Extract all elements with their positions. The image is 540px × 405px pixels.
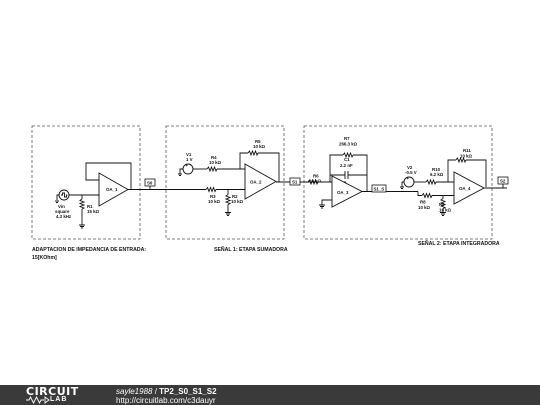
logo-bottom-text: LAB [50, 396, 68, 403]
r2-name: R2 [232, 194, 238, 199]
vin-freq: 4.3 kHz [56, 214, 72, 219]
r5-name: R5 [255, 139, 261, 144]
resistor-r11[interactable] [455, 156, 467, 164]
input-stage-caption-line2: 15[KOhm] [32, 255, 57, 261]
source-v1[interactable]: + [182, 163, 194, 175]
r7-name: R7 [344, 136, 350, 141]
svg-text:S2: S2 [500, 179, 506, 184]
resistor-r8[interactable] [421, 192, 433, 199]
integrator-stage-caption: SEÑAL 2: ETAPA INTEGRADORA [418, 240, 500, 247]
r4-name: R4 [211, 155, 217, 160]
r3-name: R3 [210, 194, 216, 199]
resistor-r1[interactable] [78, 198, 86, 210]
r3-value: 10 kΩ [208, 199, 221, 204]
r11-name: R11 [463, 148, 471, 153]
resistor-r6[interactable] [307, 178, 319, 186]
opamp-oa1[interactable] [98, 172, 129, 207]
opamp-oa2[interactable] [244, 163, 277, 200]
v2-name: V2 [407, 165, 413, 170]
resistor-r9[interactable] [439, 198, 447, 209]
integrator-stage-box [303, 125, 493, 240]
resistor-r4[interactable] [206, 165, 218, 173]
svg-text:+: + [407, 176, 410, 181]
r1-name: R1 [87, 204, 93, 209]
svg-text:S0: S0 [147, 181, 153, 186]
r2-value: 10 kΩ [231, 199, 244, 204]
logo-top-text: CIRCUIT [26, 385, 79, 398]
footer-info: sayle1988 / TP2_S0_S1_S2 http://circuitl… [116, 387, 217, 405]
net-label-s2: S2 [497, 176, 509, 188]
v1-name: V1 [186, 152, 192, 157]
r9-name: R9 [439, 202, 445, 207]
vin-source[interactable] [58, 189, 70, 201]
capacitor-c1[interactable] [341, 171, 367, 179]
input-stage-caption-line1: ADAPTACION DE IMPEDANCIA DE ENTRADA: [32, 247, 146, 253]
input-stage-box [31, 125, 141, 240]
oa1-name: OA_1 [106, 187, 118, 192]
adder-stage-caption: SEÑAL 1: ETAPA SUMADORA [214, 246, 288, 253]
vin-label: Vin [58, 204, 65, 209]
r1-value: 15 kΩ [87, 209, 100, 214]
author-name[interactable]: sayle1988 [116, 387, 153, 396]
r8-name: R8 [420, 200, 426, 205]
oa3-name: OA_3 [337, 190, 349, 195]
net-label-s0: S0 [144, 178, 156, 190]
r10-value: 6.2 kΩ [430, 172, 444, 177]
resistor-r3[interactable] [205, 186, 217, 193]
svg-text:S1: S1 [292, 180, 298, 185]
resistor-r2[interactable] [224, 194, 232, 205]
v2-value: -0.5 V [405, 170, 417, 175]
svg-text:S1_S: S1_S [374, 187, 385, 192]
circuit-schematic: ADAPTACION DE IMPEDANCIA DE ENTRADA: 15[… [31, 125, 509, 261]
resistor-r10[interactable] [425, 178, 437, 186]
vin-type: square [55, 209, 70, 214]
circuit-url-link[interactable]: http://circuitlab.com/c3dauyr [116, 396, 216, 405]
r11-value: 10 kΩ [460, 154, 473, 159]
v1-value: 1 V [186, 157, 193, 162]
adder-stage-box [165, 125, 285, 240]
oa2-name: OA_2 [250, 180, 262, 185]
logo-wave-icon [26, 396, 50, 404]
r7-value: 266.3 kΩ [339, 142, 358, 147]
c1-name: C1 [344, 157, 350, 162]
source-v2[interactable]: + [403, 176, 415, 188]
circuit-title[interactable]: TP2_S0_S1_S2 [159, 387, 217, 396]
r6-value: 10 kΩ [309, 179, 322, 184]
r4-value: 10 kΩ [209, 160, 222, 165]
resistor-r5[interactable] [247, 149, 259, 157]
svg-text:+: + [186, 163, 189, 168]
footer-bar: CIRCUIT LAB sayle1988 / TP2_S0_S1_S2 htt… [0, 385, 540, 405]
r5-value: 10 kΩ [253, 144, 266, 149]
r6-name: R6 [313, 174, 319, 179]
opamp-oa4[interactable] [453, 171, 485, 205]
r8-value: 10 kΩ [418, 205, 431, 210]
oa4-name: OA_4 [459, 186, 471, 191]
net-label-s1: S1 [289, 177, 301, 186]
circuitlab-logo: CIRCUIT LAB [26, 386, 92, 404]
c1-value: 2.2 nF [340, 163, 353, 168]
footer-separator: / [152, 387, 160, 396]
resistor-r7[interactable] [342, 151, 354, 159]
r10-name: R10 [432, 167, 441, 172]
r9-value: 10 kΩ [439, 208, 452, 213]
opamp-oa3[interactable] [331, 175, 363, 208]
net-label-s1s: S1_S [371, 184, 387, 193]
